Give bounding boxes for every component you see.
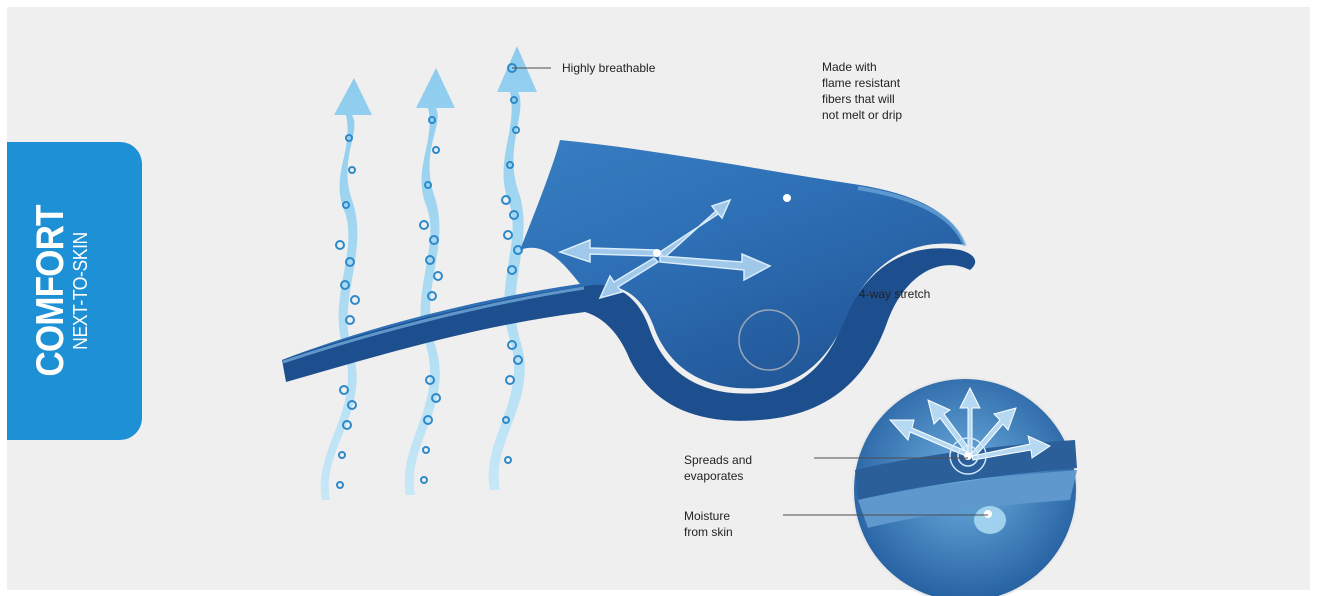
label-4-way-stretch: 4-way stretch bbox=[859, 286, 930, 302]
label-highly-breathable: Highly breathable bbox=[562, 60, 655, 76]
label-flame-resistant: Made with flame resistant fibers that wi… bbox=[822, 59, 902, 123]
label-moisture-from-skin: Moisture from skin bbox=[684, 508, 733, 540]
vapor-column-middle bbox=[405, 68, 455, 495]
label-spreads-evaporates: Spreads and evaporates bbox=[684, 452, 752, 484]
vapor-column-right bbox=[489, 46, 537, 490]
zoom-detail-circle bbox=[853, 378, 1077, 596]
